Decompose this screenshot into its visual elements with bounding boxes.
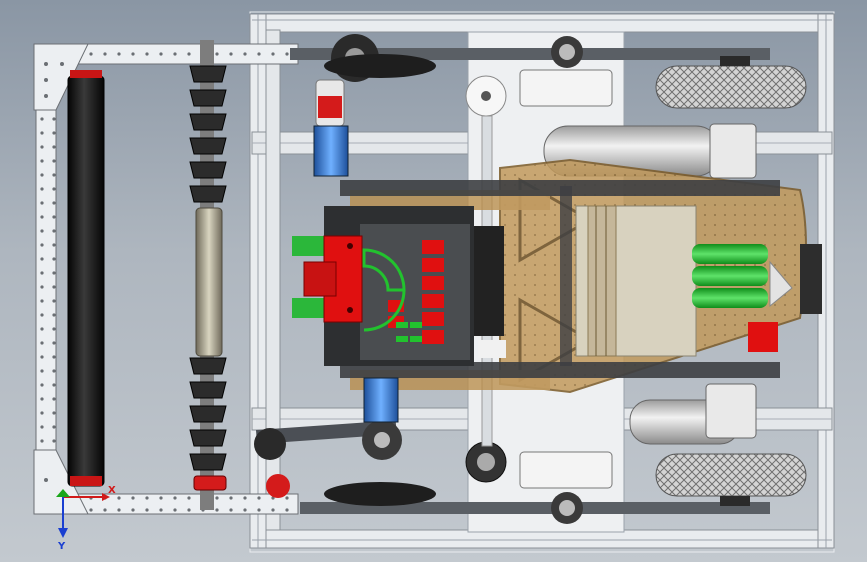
intake-motor <box>292 235 363 323</box>
drive-wheels <box>655 56 807 506</box>
drive-belts <box>254 34 770 524</box>
flywheels <box>692 244 822 314</box>
shooter-barrel <box>575 205 697 357</box>
shooter-motor <box>748 322 778 352</box>
blue-motors <box>313 79 399 423</box>
axis-triad: X Y <box>56 485 116 552</box>
y-axis-label: Y <box>57 541 66 552</box>
intake-roller <box>67 70 105 487</box>
x-axis-label: X <box>108 485 116 496</box>
intake-frame <box>33 43 299 515</box>
mecanum-roller <box>189 40 227 510</box>
